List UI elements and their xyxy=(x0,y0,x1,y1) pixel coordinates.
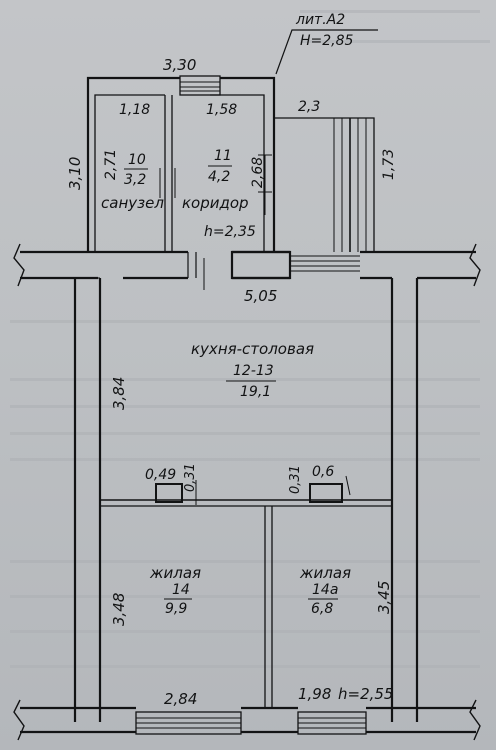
living2-height: h=2,55 xyxy=(338,685,393,703)
bottom-left-window xyxy=(135,711,242,735)
annex-depth-dim: 3,10 xyxy=(66,157,84,190)
living1-area: 9,9 xyxy=(165,601,187,617)
door-left-width: 0,49 xyxy=(145,467,176,483)
bathroom-width-dim: 1,18 xyxy=(119,102,150,118)
living2-number: 14а xyxy=(312,582,338,598)
corridor-length-dim: 2,68 xyxy=(250,157,266,188)
corridor-area: 4,2 xyxy=(208,169,230,185)
bottom-right-window xyxy=(297,711,367,735)
kitchen-width-dim: 5,05 xyxy=(244,287,277,305)
door-dimension-ticks xyxy=(195,475,351,505)
living1-length-dim: 3,48 xyxy=(110,593,128,626)
porch xyxy=(274,117,375,252)
kitchen-number: 12-13 xyxy=(233,363,274,379)
door-right xyxy=(309,483,343,503)
door-right-width: 0,6 xyxy=(312,464,334,480)
door-marks xyxy=(159,168,176,198)
kitchen-top-window xyxy=(290,255,360,272)
building-height: H=2,85 xyxy=(300,33,354,49)
porch-length-dim: 1,73 xyxy=(381,149,397,180)
corridor-door-opening xyxy=(187,252,205,290)
living1-number: 14 xyxy=(172,582,190,598)
bathroom-area: 3,2 xyxy=(124,172,146,188)
corridor-name: коридор xyxy=(182,194,249,212)
kitchen-length-dim: 3,84 xyxy=(110,377,128,410)
living1-width-dim: 2,84 xyxy=(164,690,197,708)
corridor-dimension-line xyxy=(258,154,272,215)
door-right-depth: 0,31 xyxy=(288,465,303,494)
annex-width-dim: 3,30 xyxy=(163,56,196,74)
living2-name: жилая xyxy=(299,564,351,582)
kitchen-area: 19,1 xyxy=(240,384,271,400)
bathroom-name: санузел xyxy=(101,194,164,212)
building-label: лит.А2 xyxy=(295,12,345,28)
corridor-height: h=2,35 xyxy=(204,224,256,240)
living2-area: 6,8 xyxy=(311,601,333,617)
kitchen-name: кухня-столовая xyxy=(191,340,314,358)
building-label-leader xyxy=(275,29,378,75)
corridor-width-dim: 1,58 xyxy=(206,102,237,118)
living2-width-dim: 1,98 xyxy=(298,685,331,703)
living1-name: жилая xyxy=(149,564,201,582)
living2-length-dim: 3,45 xyxy=(375,581,393,614)
bathroom-length-dim: 2,71 xyxy=(103,149,119,180)
porch-width-dim: 2,3 xyxy=(298,99,320,115)
annex-top-window xyxy=(179,75,221,96)
background-print-texture xyxy=(10,10,490,668)
corridor-number: 11 xyxy=(214,148,232,164)
door-left xyxy=(155,483,183,503)
kitchen-wall-block xyxy=(230,250,292,280)
annex-walls xyxy=(86,76,276,252)
interior-partitions xyxy=(100,499,392,708)
door-left-depth: 0,31 xyxy=(183,463,198,492)
bathroom-number: 10 xyxy=(128,152,146,168)
